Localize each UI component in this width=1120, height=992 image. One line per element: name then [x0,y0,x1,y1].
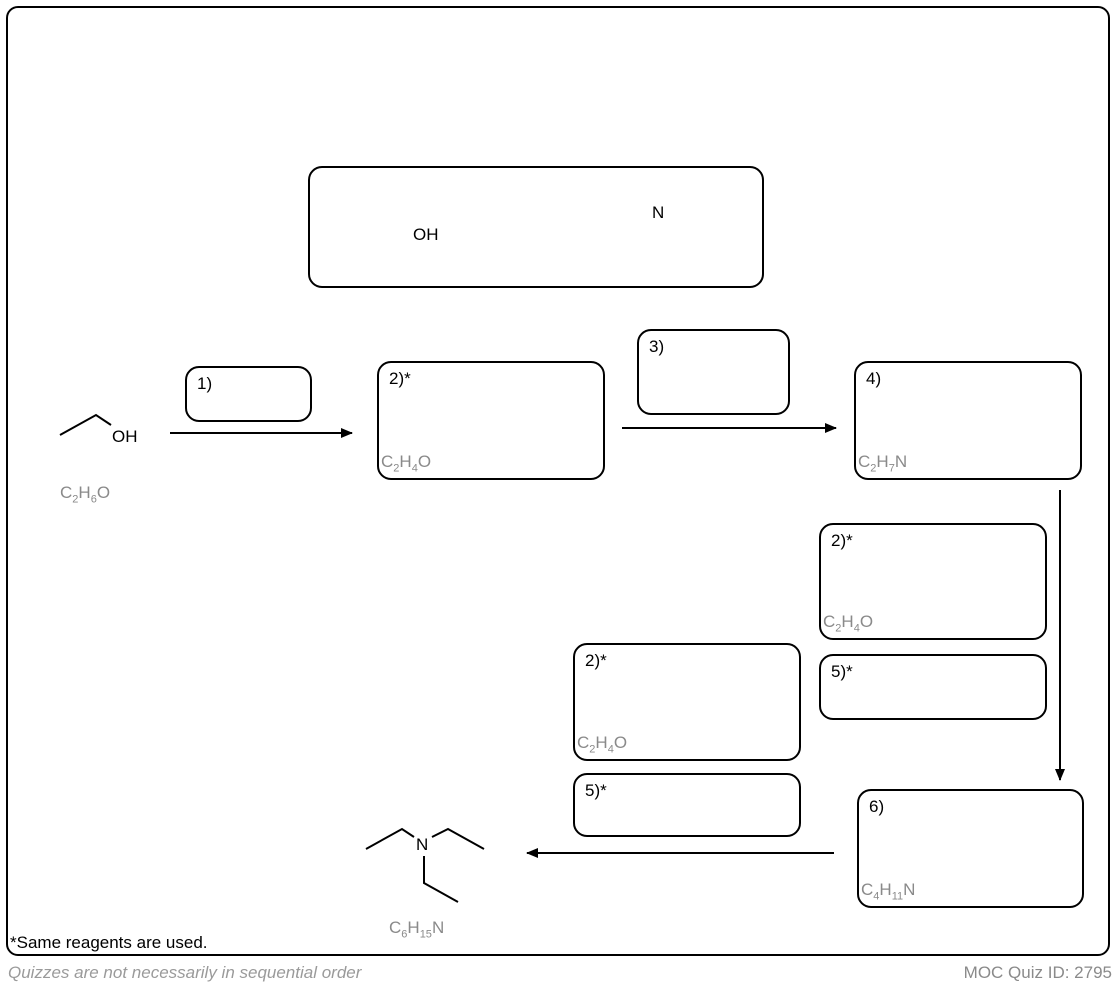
product-tea-bonds-down [423,856,459,903]
product-box-2a[interactable]: 2)* C2H4O [377,361,605,480]
product-box-4[interactable]: 4) C2H7N [854,361,1082,480]
sequence-disclaimer: Quizzes are not necessarily in sequentia… [8,963,362,982]
box-6-formula: C4H11N [861,879,916,902]
box-2b-label: 2)* [831,531,853,550]
title-oh-label: OH [413,225,439,244]
title-n-label: N [652,203,665,222]
box-5a-label: 5)* [831,662,853,681]
reagent-box-3[interactable]: 3) [637,329,790,415]
product-tea-bonds-left [365,827,415,850]
box-2c-formula: C2H4O [577,732,628,755]
same-reagents-note: *Same reagents are used. [10,933,208,952]
reagent-box-1[interactable]: 1) [185,366,312,422]
box-6-label: 6) [869,797,885,816]
reagent-box-5b[interactable]: 5)* [573,773,801,837]
reagent-box-5a[interactable]: 5)* [819,654,1047,720]
box-4-label: 4) [866,369,882,388]
title-box [308,166,764,288]
box-3-label: 3) [649,337,665,356]
diagram-frame [6,6,1110,956]
product-box-2c[interactable]: 2)* C2H4O [573,643,801,761]
start-oh-label: OH [112,427,138,446]
box-2a-label: 2)* [389,369,411,388]
box-4-formula: C2H7N [858,451,908,474]
product-formula: C6H15N [389,918,445,941]
start-ethanol-bonds [59,413,112,436]
quiz-id: MOC Quiz ID: 2795 [963,963,1112,982]
product-box-6[interactable]: 6) C4H11N [857,789,1084,908]
box-2c-label: 2)* [585,651,607,670]
product-box-2b[interactable]: 2)* C2H4O [819,523,1047,640]
box-2a-formula: C2H4O [381,451,432,474]
product-n-label: N [416,835,429,854]
box-1-label: 1) [197,374,213,393]
box-5b-label: 5)* [585,781,607,800]
product-tea-bonds-right [431,827,485,850]
box-2b-formula: C2H4O [823,611,874,634]
start-formula: C2H6O [60,483,111,506]
